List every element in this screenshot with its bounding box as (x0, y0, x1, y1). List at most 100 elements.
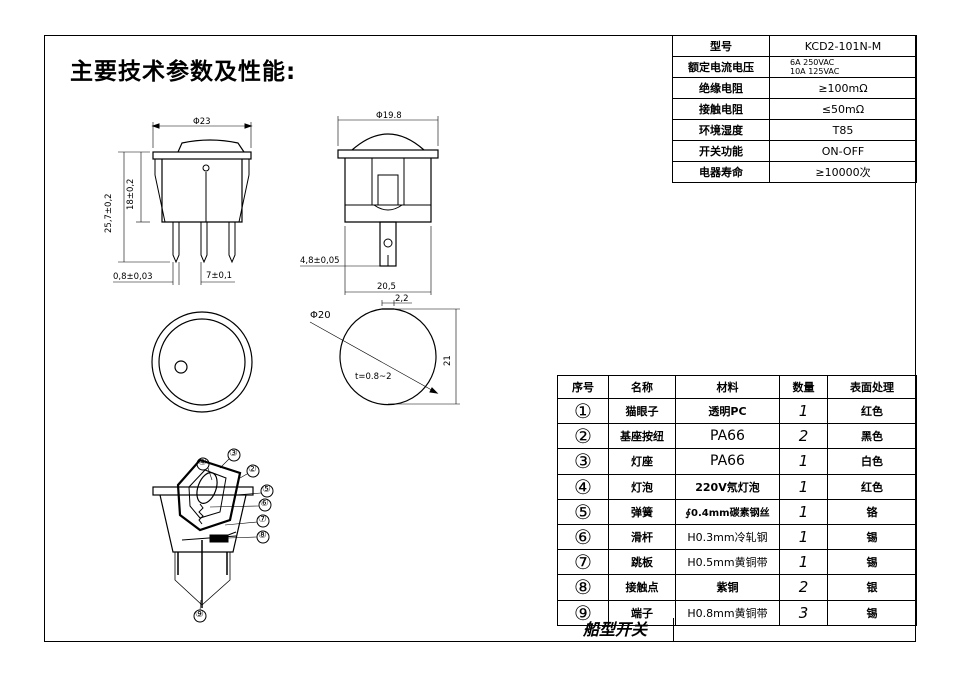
part-finish: 银 (827, 574, 917, 601)
part-no: ⑥ (557, 523, 609, 551)
part-no: ⑦ (557, 549, 609, 576)
part-no: ② (557, 423, 609, 450)
part-qty: 1 (779, 448, 828, 475)
part-name: 猫眼子 (608, 397, 676, 425)
part-name: 基座按纽 (608, 423, 676, 450)
part-finish: 白色 (827, 448, 917, 475)
spec-value: ≥10000次 (769, 161, 917, 183)
part-name: 灯座 (608, 448, 676, 475)
cutout-height-label: 21 (443, 355, 453, 366)
section-view (152, 448, 274, 623)
part-no: ③ (557, 448, 609, 475)
spec-value: ≥100mΩ (769, 77, 917, 99)
spec-value: T85 (769, 119, 917, 141)
spec-value: KCD2-101N-M (769, 35, 917, 57)
top-view (151, 311, 253, 413)
header-material: 材料 (675, 375, 780, 399)
part-name: 跳板 (608, 549, 676, 576)
part-name: 端子 (608, 599, 676, 626)
side-view (300, 116, 439, 295)
part-material: ∮0.4mm碳素钢丝 (675, 498, 780, 525)
part-qty: 1 (779, 523, 828, 551)
spec-key: 接触电阻 (672, 98, 770, 120)
part-material: PA66 (675, 448, 780, 475)
product-name: 船型开关 (557, 618, 674, 642)
part-name: 滑杆 (608, 523, 676, 551)
part-qty: 1 (779, 473, 828, 500)
part-no: ⑨ (557, 599, 609, 626)
part-no: ④ (557, 473, 609, 500)
spec-row: 接触电阻≤50mΩ (672, 98, 917, 120)
total-height-label: 25,7±0,2 (104, 193, 114, 233)
part-material: 透明PC (675, 397, 780, 425)
terminal-thickness-label: 0,8±0,03 (113, 272, 153, 282)
callout-4: ④ (198, 457, 207, 468)
header-name: 名称 (608, 375, 676, 399)
page-title: 主要技术参数及性能: (70, 59, 297, 85)
terminal-pitch-label: 7±0,1 (206, 271, 233, 281)
part-qty: 1 (779, 397, 828, 425)
callout-5: ⑤ (262, 484, 271, 495)
part-name: 弹簧 (608, 498, 676, 525)
drawing-frame (44, 35, 916, 642)
tab-width-label: 4,8±0,05 (300, 256, 340, 266)
spec-key: 电器寿命 (672, 161, 770, 183)
part-no: ⑧ (557, 574, 609, 601)
cutout-diameter-label: Φ20 (310, 310, 331, 321)
spec-row: 电器寿命≥10000次 (672, 161, 917, 183)
callout-8: ⑧ (258, 530, 267, 541)
header-finish: 表面处理 (827, 375, 917, 399)
spec-key: 绝缘电阻 (672, 77, 770, 99)
header-qty: 数量 (779, 375, 828, 399)
spec-key: 开关功能 (672, 140, 770, 162)
side-width-label: Φ19.8 (376, 111, 402, 121)
spec-value: ≤50mΩ (769, 98, 917, 120)
part-finish: 锡 (827, 549, 917, 576)
callout-7: ⑦ (258, 514, 267, 525)
spec-key: 环境湿度 (672, 119, 770, 141)
part-name: 接触点 (608, 574, 676, 601)
part-qty: 2 (779, 423, 828, 450)
body-height-label: 18±0,2 (126, 178, 136, 210)
part-material: H0.3mm冷轧钢 (675, 523, 780, 551)
part-qty: 2 (779, 574, 828, 601)
cutout-flat-label: 2,2 (395, 294, 409, 304)
spec-row: 绝缘电阻≥100mΩ (672, 77, 917, 99)
callout-2: ② (248, 464, 257, 475)
part-material: 紫铜 (675, 574, 780, 601)
front-view (113, 122, 253, 285)
callout-9: ⑨ (195, 609, 204, 620)
spec-value-line1: 6A 250VAC (790, 58, 835, 67)
part-finish: 锡 (827, 523, 917, 551)
spec-value-line2: 10A 125VAC (790, 67, 840, 76)
part-qty: 3 (779, 599, 828, 626)
part-qty: 1 (779, 498, 828, 525)
part-name: 灯泡 (608, 473, 676, 500)
callout-6: ⑥ (260, 498, 269, 509)
callout-3: ③ (229, 448, 238, 459)
part-qty: 1 (779, 549, 828, 576)
spec-value: ON-OFF (769, 140, 917, 162)
part-material: H0.8mm黄铜带 (675, 599, 780, 626)
part-finish: 黑色 (827, 423, 917, 450)
part-finish: 锡 (827, 599, 917, 626)
part-material: H0.5mm黄铜带 (675, 549, 780, 576)
part-finish: 红色 (827, 397, 917, 425)
parts-header-row: 序号 名称 材料 数量 表面处理 (557, 375, 917, 399)
header-no: 序号 (557, 375, 609, 399)
